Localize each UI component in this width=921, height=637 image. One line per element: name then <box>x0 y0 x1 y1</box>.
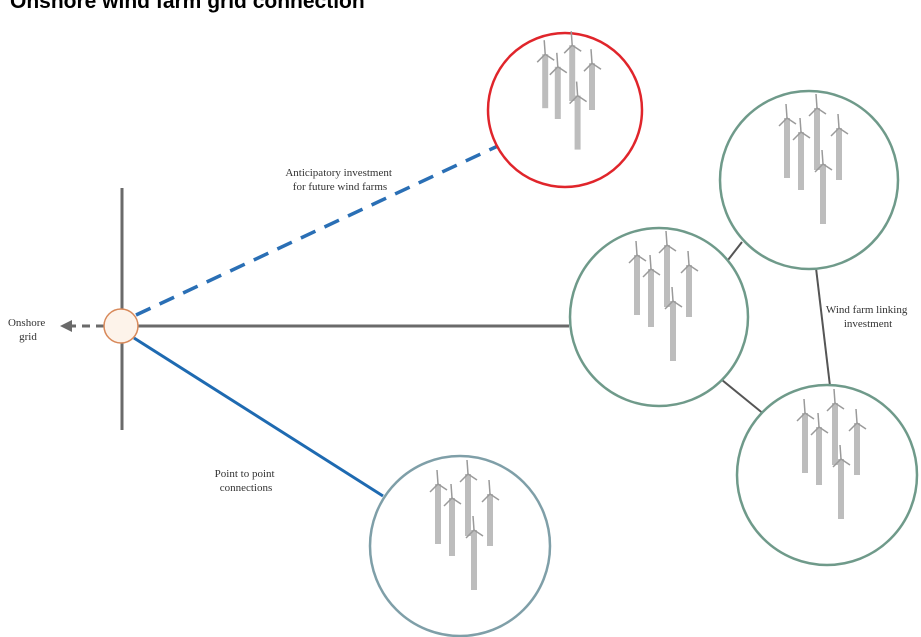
wind-turbine-icon <box>792 117 811 190</box>
turbines-linked-top <box>778 93 849 224</box>
farm-link-bottom <box>721 379 766 416</box>
wind-turbine-icon <box>429 469 448 544</box>
wind-turbine-icon <box>628 240 647 315</box>
wind-turbine-icon <box>778 103 797 178</box>
point-to-point-label: Point to point connections <box>215 468 278 494</box>
linking-label: Wind farm linking investment <box>826 304 910 330</box>
grid-hub <box>103 308 139 344</box>
wind-turbine-icon <box>826 388 845 465</box>
wind-farm-linked-middle <box>568 226 750 408</box>
diagram-title: Onshore wind farm grid connection <box>10 0 365 13</box>
turbines-future <box>536 31 602 150</box>
wind-farm-linked-bottom <box>735 383 919 567</box>
wind-turbine-icon <box>563 31 582 101</box>
wind-turbine-icon <box>481 479 500 546</box>
anticipatory-label: Anticipatory investment for future wind … <box>285 167 394 193</box>
wind-turbine-icon <box>814 149 833 224</box>
wind-turbine-icon <box>832 444 851 519</box>
wind-farm-point-to-point <box>368 454 552 637</box>
wind-turbine-icon <box>664 286 683 361</box>
onshore-grid-arrowhead <box>60 320 72 332</box>
wind-turbine-icon <box>796 398 815 473</box>
turbines-linked-middle <box>628 230 699 361</box>
wind-turbine-icon <box>808 93 827 170</box>
wind-turbine-icon <box>810 412 829 485</box>
wind-turbine-icon <box>642 254 661 327</box>
onshore-grid-label: Onshore grid <box>8 317 48 343</box>
farm-link-right <box>815 267 831 387</box>
wind-farm-future <box>486 31 644 189</box>
wind-farm-linked-top <box>718 89 900 271</box>
anticipatory-connection <box>135 143 501 317</box>
turbines-linked-bottom <box>796 388 867 519</box>
wind-turbine-icon <box>848 408 867 475</box>
wind-turbine-icon <box>549 52 568 119</box>
wind-turbine-icon <box>583 49 602 110</box>
wind-turbine-icon <box>536 40 555 109</box>
wind-turbine-icon <box>830 113 849 180</box>
turbines-point-to-point <box>429 459 500 590</box>
wind-turbine-icon <box>569 81 588 150</box>
farm-link-top <box>727 241 743 261</box>
wind-turbine-icon <box>443 483 462 556</box>
point-to-point-connection <box>133 336 384 498</box>
wind-turbine-icon <box>658 230 677 307</box>
wind-turbine-icon <box>680 250 699 317</box>
wind-turbine-icon <box>459 459 478 536</box>
wind-turbine-icon <box>465 515 484 590</box>
